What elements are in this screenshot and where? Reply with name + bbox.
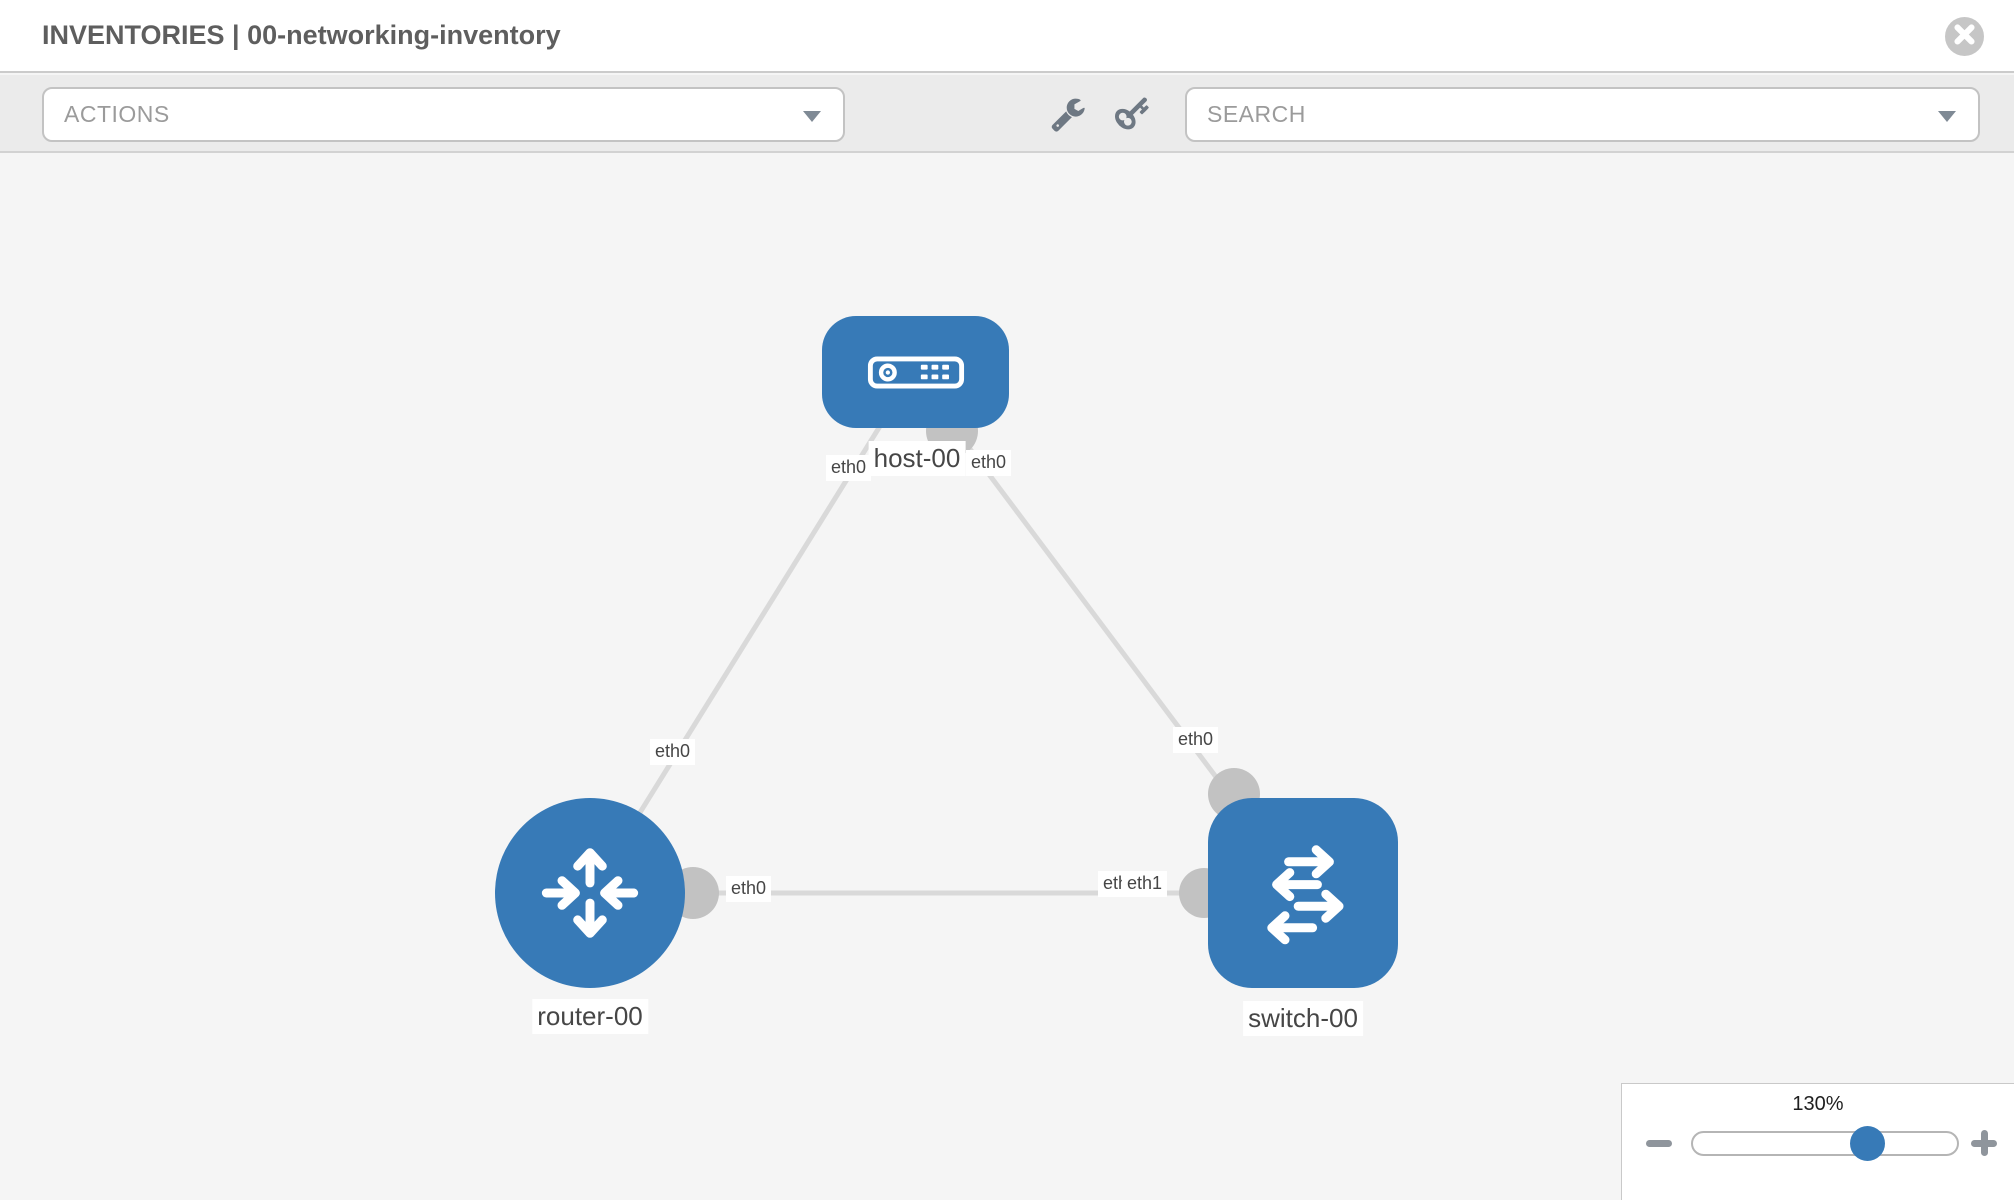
node-label-switch: switch-00: [1243, 1001, 1363, 1036]
exchange-arrows-icon: [1243, 833, 1363, 953]
interface-label: eth1: [1122, 871, 1168, 897]
page-title: INVENTORIES | 00-networking-inventory: [42, 20, 561, 50]
interface-label: eth0: [826, 455, 872, 481]
server-icon: [867, 355, 965, 389]
toolbar: ACTIONS SEARCH: [0, 75, 2014, 153]
header: INVENTORIES | 00-networking-inventory: [0, 0, 2014, 73]
node-host[interactable]: [822, 316, 1009, 428]
key-icon[interactable]: [1113, 94, 1153, 134]
interface-label: eth0: [966, 450, 1012, 476]
node-label-host: host-00: [868, 441, 966, 476]
zoom-panel: 130%: [1621, 1083, 2014, 1200]
search-dropdown[interactable]: SEARCH: [1185, 87, 1980, 142]
actions-dropdown-label: ACTIONS: [64, 101, 170, 127]
links-layer: [587, 371, 1305, 919]
topology-canvas[interactable]: host-00 router-00 switch-00 eth0 eth0 et…: [0, 155, 2014, 1200]
chevron-down-icon: [1938, 111, 1956, 122]
node-label-router: router-00: [532, 999, 648, 1034]
close-icon: [1954, 23, 1975, 50]
interface-label: eth0: [1173, 727, 1219, 753]
zoom-level: 130%: [1792, 1093, 1844, 1115]
search-placeholder: SEARCH: [1207, 101, 1306, 127]
zoom-slider-thumb[interactable]: [1850, 1126, 1885, 1161]
node-switch[interactable]: [1208, 798, 1398, 988]
interface-label: eth0: [650, 739, 696, 765]
zoom-slider[interactable]: [1691, 1126, 1959, 1161]
router-arrows-icon: [534, 837, 646, 949]
zoom-in-icon[interactable]: [1969, 1128, 1999, 1158]
close-button[interactable]: [1945, 17, 1984, 56]
zoom-out-icon[interactable]: [1644, 1128, 1674, 1158]
actions-dropdown[interactable]: ACTIONS: [42, 87, 845, 142]
chevron-down-icon: [803, 111, 821, 122]
wrench-icon[interactable]: [1048, 94, 1088, 134]
interface-label: eth0: [726, 876, 772, 902]
node-router[interactable]: [495, 798, 685, 988]
